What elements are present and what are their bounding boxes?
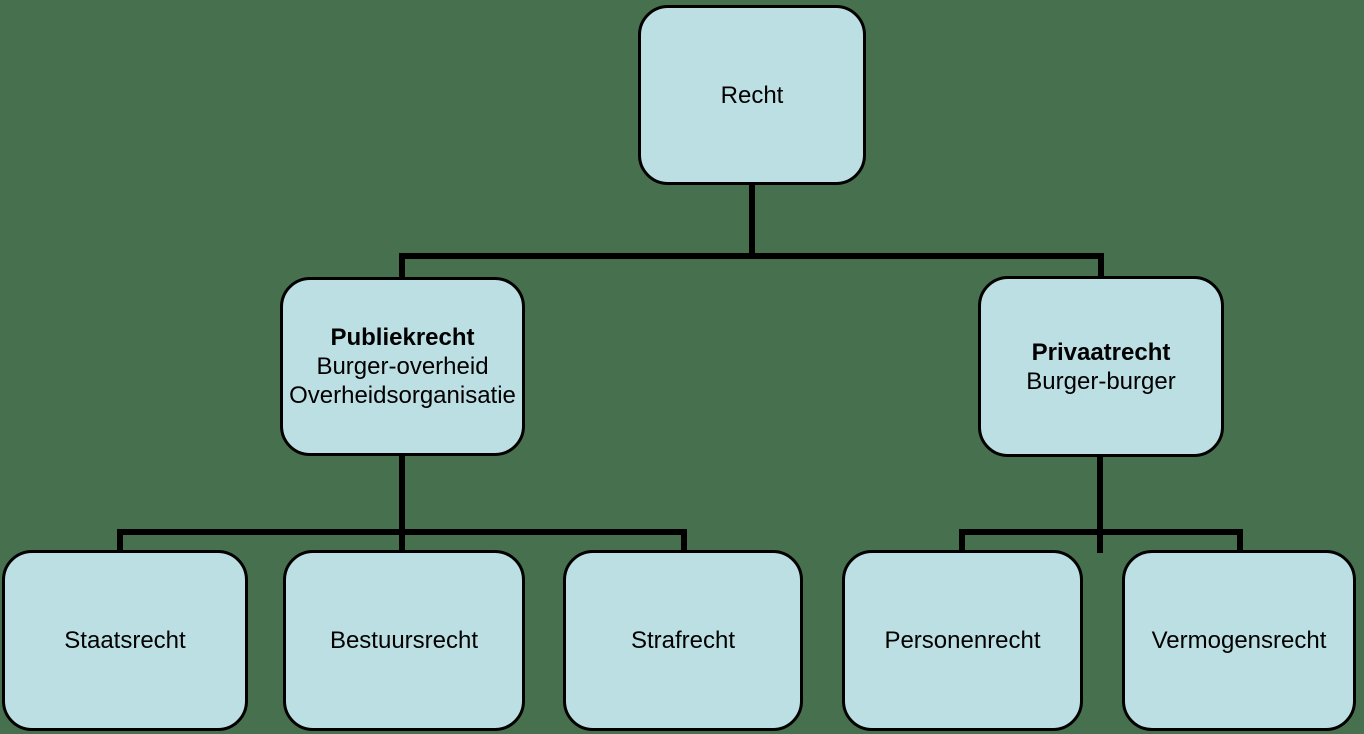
node-bestuursrecht: Bestuursrecht xyxy=(283,550,525,731)
node-publiekrecht: Publiekrecht Burger-overheid Overheidsor… xyxy=(280,277,525,456)
node-privaatrecht: Privaatrecht Burger-burger xyxy=(978,276,1224,457)
node-recht: Recht xyxy=(638,5,866,185)
node-staatsrecht: Staatsrecht xyxy=(2,550,248,731)
node-vermogensrecht: Vermogensrecht xyxy=(1122,550,1356,731)
node-publiekrecht-sublabel-1: Burger-overheid xyxy=(316,353,489,380)
node-privaatrecht-sublabel-1: Burger-burger xyxy=(1026,367,1176,395)
node-strafrecht: Strafrecht xyxy=(563,550,803,731)
connector-recht-branch xyxy=(399,253,1104,280)
node-staatsrecht-label: Staatsrecht xyxy=(64,627,186,654)
node-personenrecht: Personenrecht xyxy=(842,550,1083,731)
node-recht-label: Recht xyxy=(720,81,784,109)
node-personenrecht-label: Personenrecht xyxy=(884,627,1041,654)
node-publiekrecht-label: Publiekrecht xyxy=(330,324,475,351)
connector-privaatrecht-branch xyxy=(959,529,1243,553)
node-strafrecht-label: Strafrecht xyxy=(630,627,736,654)
node-publiekrecht-sublabel-2: Overheidsorganisatie xyxy=(289,382,516,409)
node-vermogensrecht-label: Vermogensrecht xyxy=(1151,627,1327,654)
node-bestuursrecht-label: Bestuursrecht xyxy=(329,627,479,654)
connector-publiekrecht-branch xyxy=(117,529,687,553)
node-privaatrecht-label: Privaatrecht xyxy=(1031,338,1171,366)
